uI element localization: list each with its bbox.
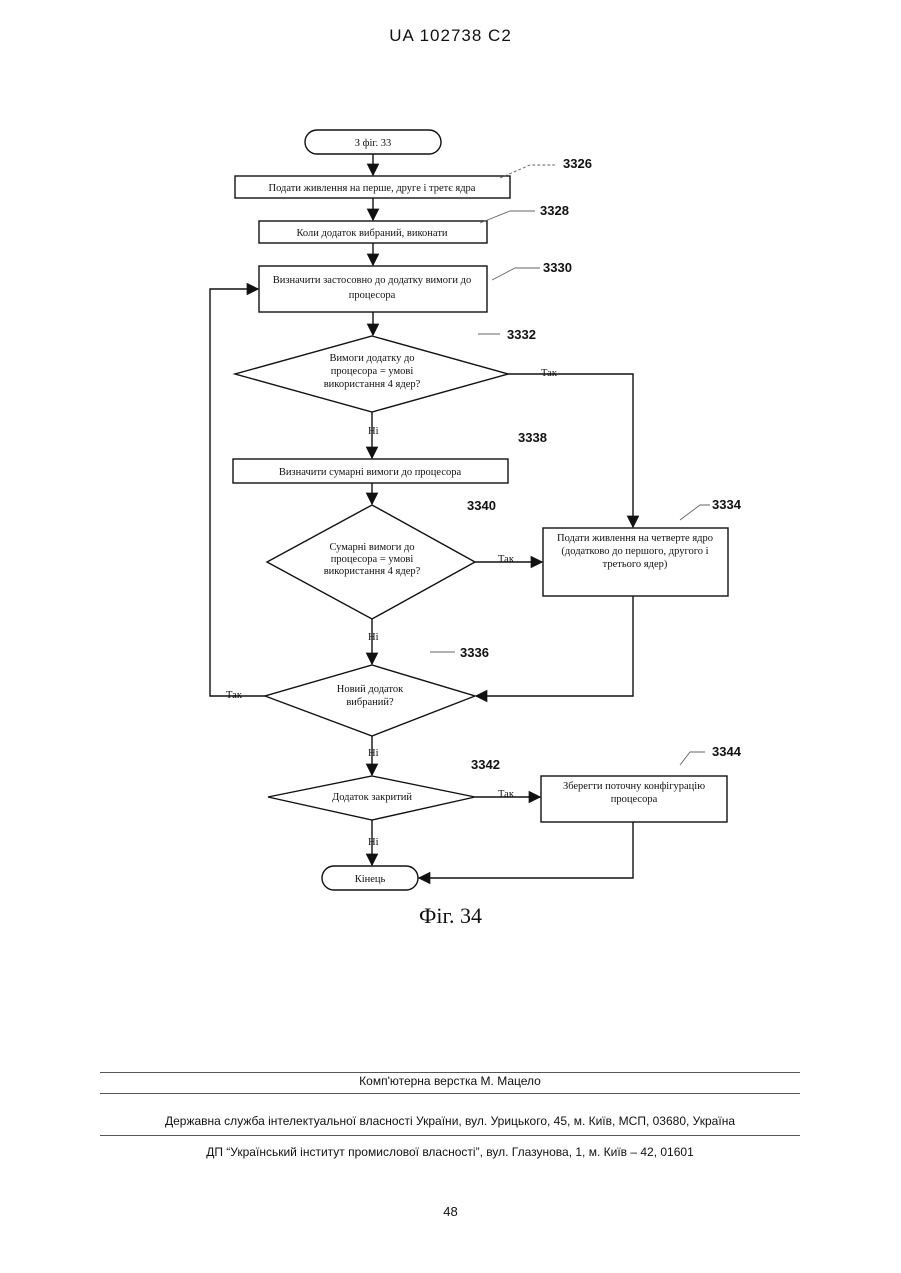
ref-3338: 3338: [518, 430, 547, 445]
ref-3336: 3336: [460, 645, 489, 660]
footer-divider-1: [100, 1072, 800, 1073]
ref-3330: 3330: [543, 260, 572, 275]
edge-3344-to-end: [419, 822, 633, 878]
edge-label-3332-no: Ні: [368, 426, 379, 437]
decision-3340-label-line1: Сумарні вимоги до: [329, 542, 414, 553]
edge-label-3340-no: Ні: [368, 632, 379, 643]
edge-label-3332-yes: Так: [541, 368, 558, 379]
step-3334-label-line2: (додатково до першого, другого і: [561, 546, 708, 557]
edge-label-3336-yes: Так: [226, 690, 243, 701]
ref-3342: 3342: [471, 757, 500, 772]
leader-3344: [680, 752, 705, 765]
end-label: Кінець: [355, 874, 386, 885]
step-3330-box: [259, 266, 487, 312]
decision-3332-label-line2: процесора = умові: [331, 366, 414, 377]
page-number: 48: [0, 1204, 901, 1219]
footer-layout-credit: Комп'ютерна верстка М. Мацело: [100, 1074, 800, 1088]
leader-3330: [492, 268, 540, 280]
step-3338-label: Визначити сумарні вимоги до процесора: [279, 467, 462, 478]
step-3344-label-line2: процесора: [611, 794, 658, 805]
ref-3340: 3340: [467, 498, 496, 513]
start-label: З фіг. 33: [355, 138, 391, 149]
step-3344-label-line1: Зберегти поточну конфігурацію: [563, 781, 705, 792]
step-3330-label-line2: процесора: [349, 290, 396, 301]
footer-divider-3: [100, 1135, 800, 1136]
edge-label-3340-yes: Так: [498, 554, 515, 565]
step-3334-label-line3: третього ядер): [603, 559, 668, 570]
decision-3332-label-line3: використання 4 ядер?: [324, 379, 421, 390]
decision-3336-label-line1: Новий додаток: [337, 684, 404, 695]
step-3328-label: Коли додаток вибраний, виконати: [296, 228, 447, 239]
edge-3334-to-3336: [476, 596, 633, 696]
edge-3332-yes-to-3334: [508, 374, 633, 527]
ref-3334: 3334: [712, 497, 742, 512]
edge-label-3342-yes: Так: [498, 789, 515, 800]
edge-label-3342-no: Ні: [368, 837, 379, 848]
step-3334-label-line1: Подати живлення на четверте ядро: [557, 533, 713, 544]
leader-3334: [680, 505, 710, 520]
ref-3344: 3344: [712, 744, 742, 759]
decision-3340-label-line2: процесора = умові: [331, 554, 414, 565]
edge-3336-yes-loop-to-3330: [210, 289, 265, 696]
ref-3328: 3328: [540, 203, 569, 218]
leader-3328: [480, 211, 535, 223]
flowchart: З фіг. 33 Подати живлення на перше, друг…: [0, 0, 901, 900]
figure-caption: Фіг. 34: [0, 903, 901, 929]
ref-3332: 3332: [507, 327, 536, 342]
edge-label-3336-no: Ні: [368, 748, 379, 759]
decision-3336-label-line2: вибраний?: [346, 697, 394, 708]
ref-3326: 3326: [563, 156, 592, 171]
footer-divider-2: [100, 1093, 800, 1094]
step-3330-label-line1: Визначити застосовно до додатку вимоги д…: [273, 275, 471, 286]
decision-3332-label-line1: Вимоги додатку до: [329, 353, 414, 364]
footer-institute-address: ДП “Український інститут промислової вла…: [100, 1145, 800, 1159]
step-3326-label: Подати живлення на перше, друге і третє …: [269, 183, 476, 194]
decision-3342-label: Додаток закритий: [332, 792, 412, 803]
footer-office-address: Державна служба інтелектуальної власност…: [100, 1114, 800, 1128]
decision-3340-label-line3: використання 4 ядер?: [324, 566, 421, 577]
